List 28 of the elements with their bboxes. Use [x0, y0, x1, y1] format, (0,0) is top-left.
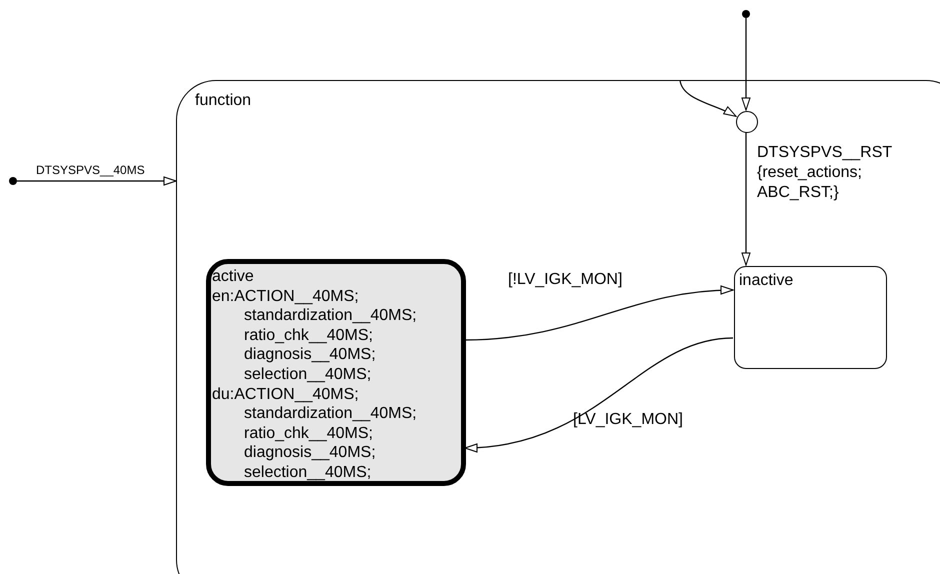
state-action: diagnosis__40MS; — [244, 443, 376, 463]
transition-arrow — [464, 337, 734, 452]
edge-label: [!LV_IGK_MON] — [508, 270, 624, 290]
transition-arrow — [679, 80, 737, 117]
state-action: standardization__40MS; — [244, 404, 417, 424]
transition-arrow — [464, 286, 734, 341]
edge-label: DTSYSPVS__40MS — [36, 163, 146, 178]
edge-label: [LV_IGK_MON] — [573, 410, 684, 430]
state-action: en:ACTION__40MS; — [212, 286, 359, 306]
state-name: function — [195, 91, 252, 111]
state-name: inactive — [739, 271, 794, 291]
state-name: active — [212, 267, 254, 287]
start-dot — [742, 10, 750, 18]
transition-arrow — [742, 18, 750, 110]
state-action: selection__40MS; — [244, 365, 372, 385]
transition-arrow — [742, 132, 750, 266]
state-box — [734, 266, 887, 369]
state-action: selection__40MS; — [244, 463, 372, 483]
state-action: du:ACTION__40MS; — [212, 384, 359, 404]
state-action: diagnosis__40MS; — [244, 345, 376, 365]
state-box — [206, 259, 466, 486]
junction-circle — [736, 111, 758, 133]
start-dot — [9, 177, 17, 185]
state-box — [176, 80, 940, 574]
state-action: ratio_chk__40MS; — [244, 424, 373, 444]
transition-arrow — [17, 176, 176, 186]
state-action: ratio_chk__40MS; — [244, 326, 373, 346]
state-action: standardization__40MS; — [244, 306, 417, 326]
